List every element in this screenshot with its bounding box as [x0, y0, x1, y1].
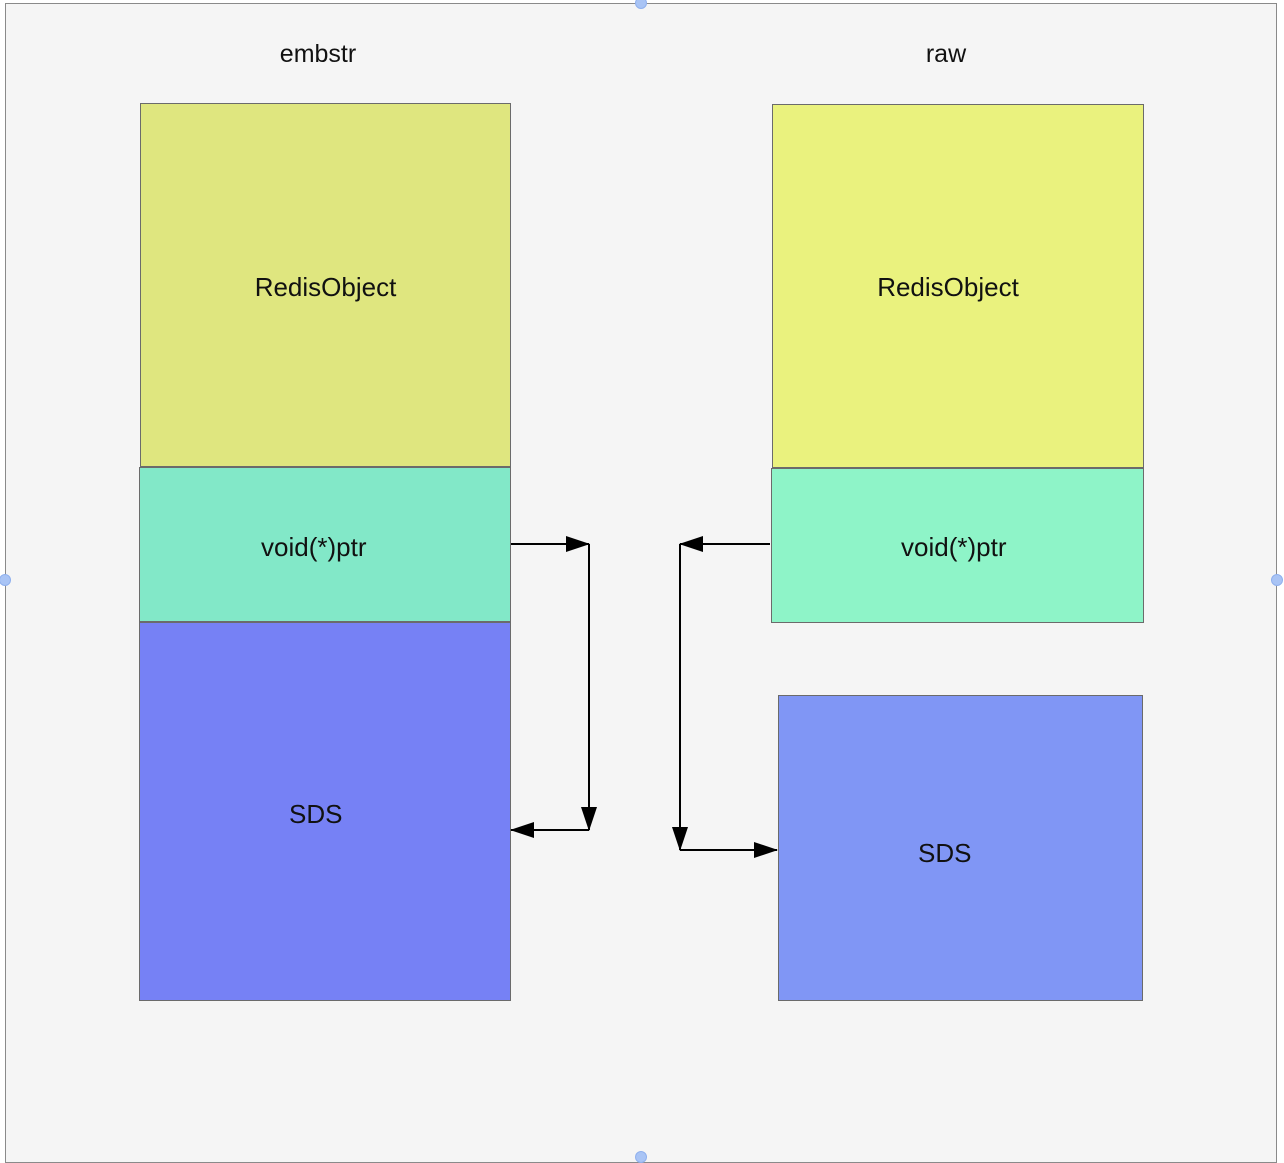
- embstr-ptr-to-sds-arrow: [510, 536, 597, 838]
- raw-redis-object-block: RedisObject: [772, 104, 1144, 468]
- selection-handle-right[interactable]: [1271, 574, 1283, 586]
- raw-title: raw: [925, 40, 967, 68]
- selection-handle-left[interactable]: [0, 574, 11, 586]
- raw-ptr-block: void(*)ptr: [771, 468, 1144, 623]
- embstr-ptr-block: void(*)ptr: [139, 467, 511, 622]
- raw-sds-block: SDS: [778, 695, 1143, 1001]
- raw-ptr-label: void(*)ptr: [901, 532, 1007, 562]
- embstr-redis-object-block: RedisObject: [140, 103, 511, 467]
- selection-handle-top[interactable]: [635, 0, 647, 9]
- embstr-sds-block: SDS: [139, 622, 511, 1001]
- embstr-sds-label: SDS: [289, 799, 343, 829]
- embstr-title: embstr: [279, 40, 357, 68]
- raw-redis-object-label: RedisObject: [877, 271, 1019, 302]
- embstr-redis-object-label: RedisObject: [254, 271, 397, 302]
- raw-sds-label: SDS: [918, 838, 972, 868]
- embstr-ptr-label: void(*)ptr: [261, 532, 367, 562]
- raw-ptr-to-sds-arrow: [672, 536, 778, 858]
